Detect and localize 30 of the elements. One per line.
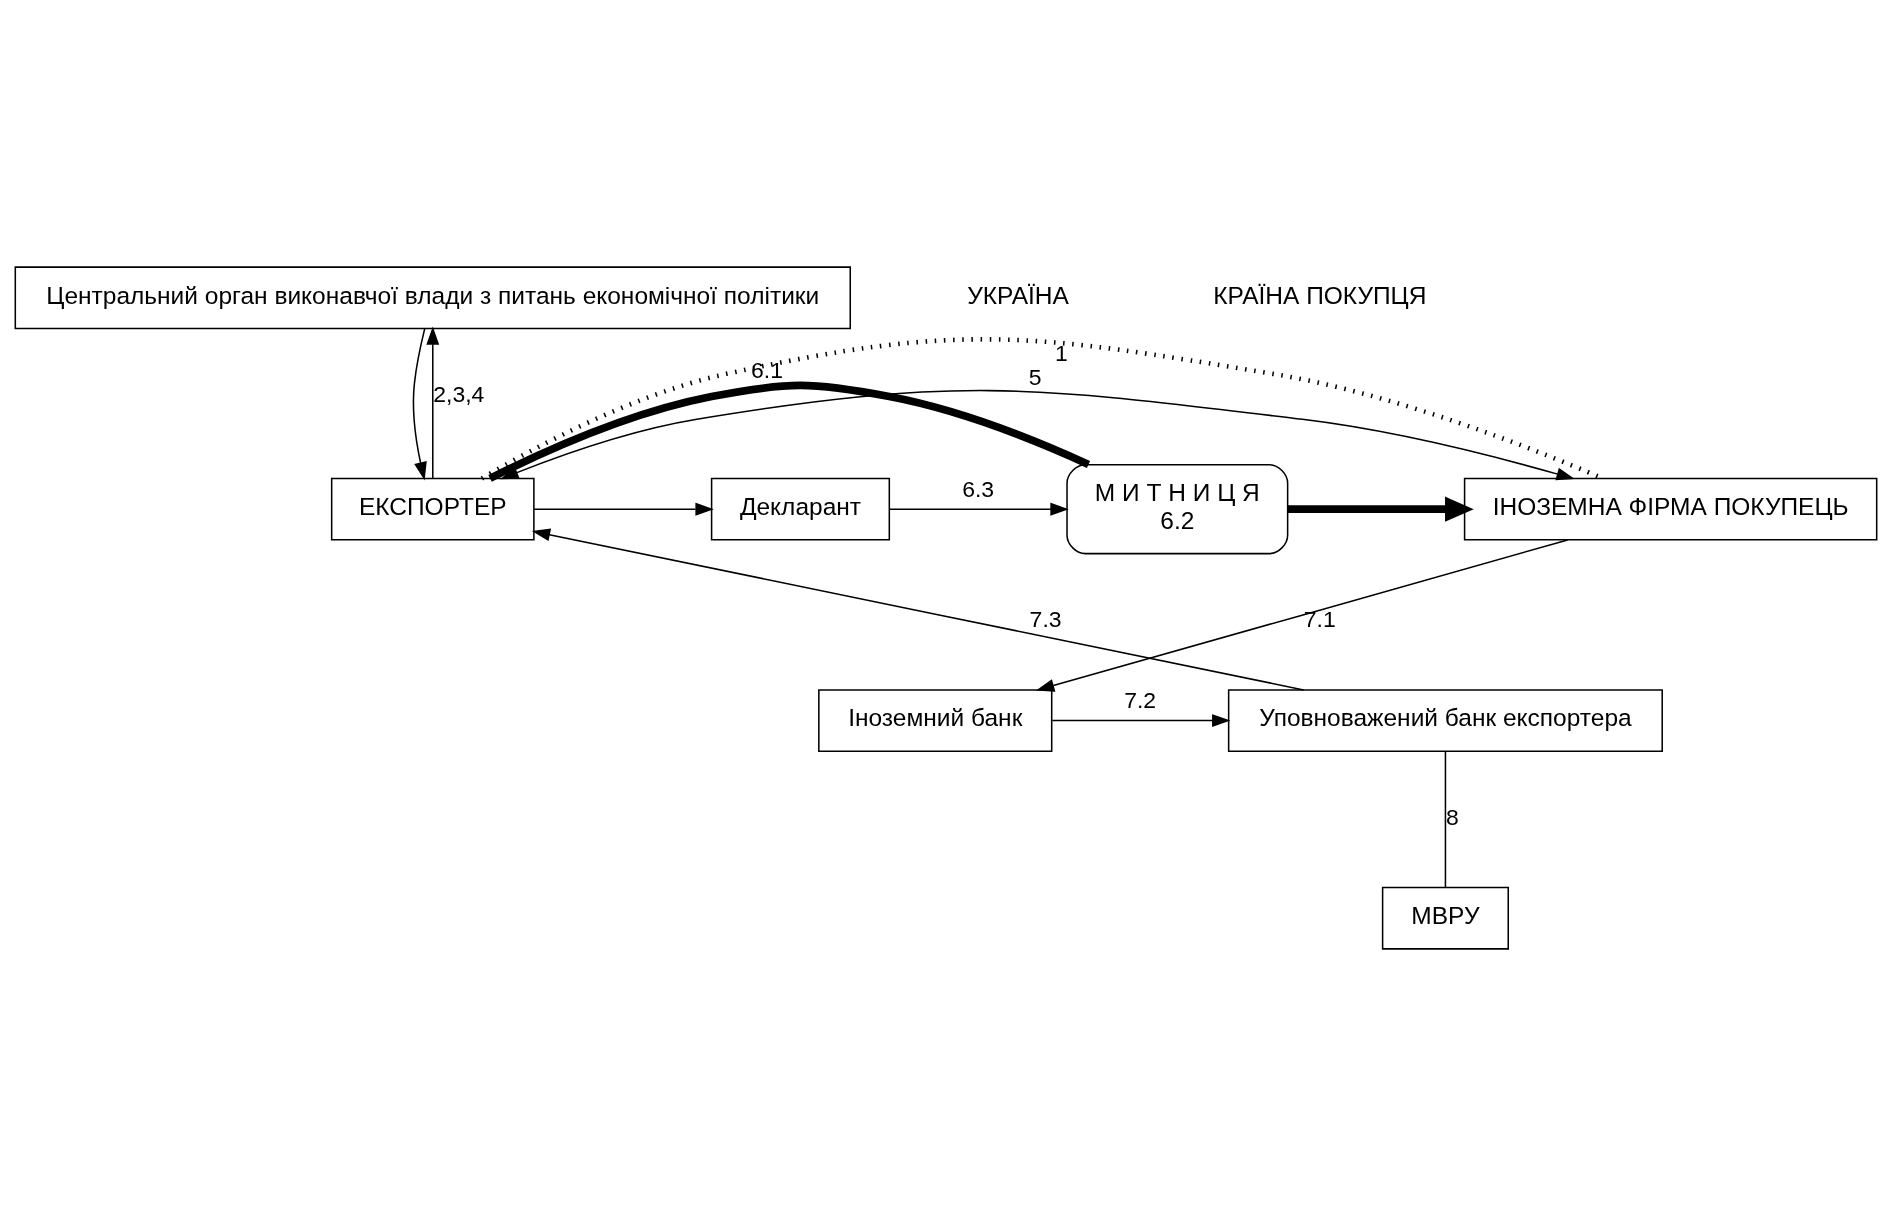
edge-label: 8 — [1445, 803, 1459, 830]
node-box: Уповноважений банк експортера — [1227, 689, 1663, 752]
node-box: ІНОЗЕМНА ФІРМА ПОКУПЕЦЬ — [1463, 477, 1878, 541]
edge-label: 7.2 — [1124, 687, 1157, 714]
arrow — [1287, 496, 1474, 522]
connector — [488, 381, 1091, 482]
arrow — [889, 502, 1069, 516]
node-box: Центральний орган виконавчої влади з питань економічної політики — [14, 266, 851, 330]
arrow — [412, 327, 427, 481]
arrow — [533, 502, 714, 516]
node-box: М И Т Н И Ц Я 6.2 — [1066, 464, 1289, 555]
edge-label: 1 — [1054, 339, 1068, 366]
edge-label: 7.3 — [1029, 606, 1062, 633]
arrow — [1035, 539, 1569, 692]
edge-label: 6.1 — [751, 357, 783, 384]
node-box: ЕКСПОРТЕР — [330, 477, 535, 541]
connector — [1444, 750, 1447, 889]
node-box: Іноземний банк — [818, 689, 1053, 752]
node-box: Декларант — [710, 477, 891, 541]
edge-label: 7.1 — [1303, 606, 1336, 633]
edge-label: 5 — [1028, 363, 1042, 390]
label: УКРАЇНА — [967, 281, 1069, 309]
node-box: МВРУ — [1381, 886, 1509, 950]
edge-label: 2,3,4 — [433, 380, 485, 407]
arrow — [500, 390, 1575, 481]
label: КРАЇНА ПОКУПЦЯ — [1213, 281, 1427, 309]
arrow — [531, 528, 1305, 691]
edge-label: 6.3 — [962, 475, 995, 502]
arrow — [1051, 714, 1231, 728]
arrow — [426, 326, 440, 480]
